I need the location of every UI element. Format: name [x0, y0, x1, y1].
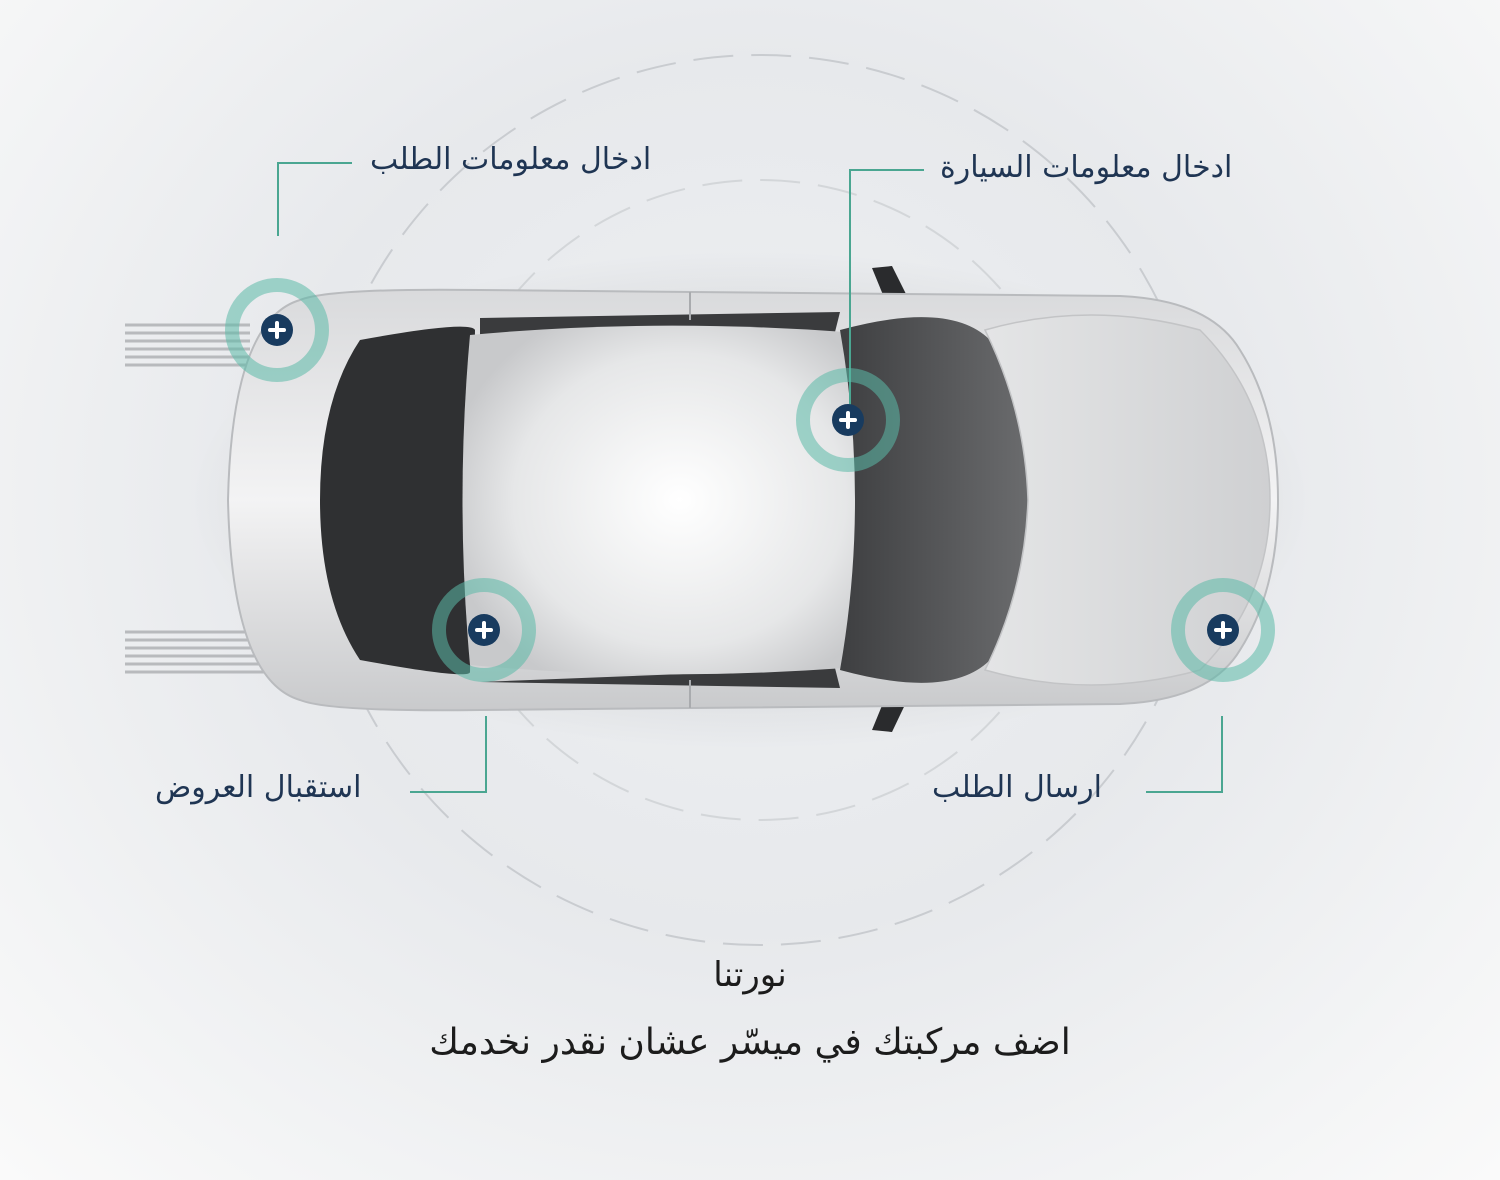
step-label-car-info: ادخال معلومات السيارة — [940, 150, 1233, 185]
hotspot-ring — [796, 368, 900, 472]
hotspot-ring — [432, 578, 536, 682]
hotspot-receive-offers[interactable] — [430, 576, 538, 684]
step-label-order-info: ادخال معلومات الطلب — [370, 142, 652, 177]
step-label-send-order: ارسال الطلب — [932, 770, 1102, 805]
hotspot-car-info[interactable] — [794, 366, 902, 474]
car-top-view-icon — [226, 266, 1280, 732]
greeting-text: نورتنا — [713, 955, 787, 995]
step-label-receive-offers: استقبال العروض — [155, 770, 362, 805]
cta-message: اضف مركبتك في ميسّر عشان نقدر نخدمك — [429, 1022, 1071, 1063]
hotspot-ring — [1171, 578, 1275, 682]
connector-lines — [277, 162, 1223, 793]
hotspot-send-order[interactable] — [1169, 576, 1277, 684]
hotspot-ring — [225, 278, 329, 382]
hotspot-order-info[interactable] — [223, 276, 331, 384]
